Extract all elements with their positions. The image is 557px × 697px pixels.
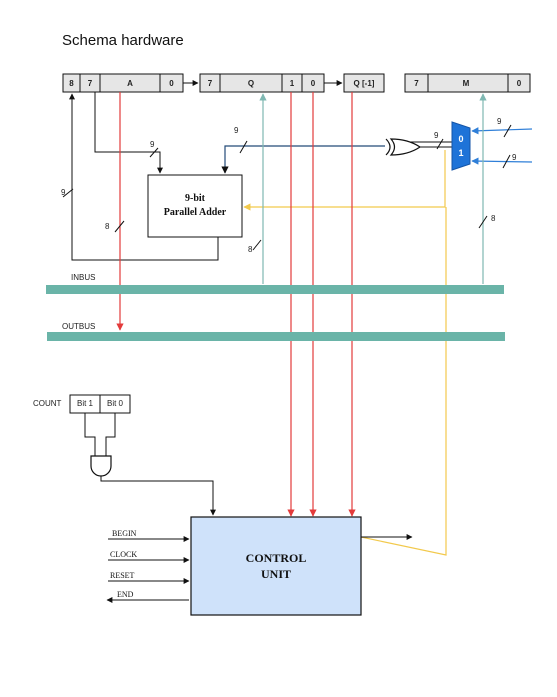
xor-gate	[385, 138, 428, 156]
register-a-label: A	[127, 79, 133, 88]
width-a-to-adder: 9	[150, 140, 155, 149]
control-select-wires	[243, 150, 447, 556]
register-m-bit-7: 7	[414, 79, 419, 88]
width-mux-out: 9	[434, 131, 439, 140]
width-adder-out: 9	[61, 188, 66, 197]
adder-line-1: 9-bit	[185, 193, 206, 204]
inbus-load-wires: 8 8	[248, 93, 496, 284]
inbus: INBUS	[46, 273, 504, 294]
width-mux-in-top: 9	[497, 117, 502, 126]
register-q-bit-7: 7	[208, 79, 213, 88]
counter: COUNT Bit 1 Bit 0	[33, 394, 131, 414]
signal-end: END	[117, 590, 134, 599]
counter-bit-1: Bit 1	[77, 399, 94, 408]
width-xor-out: 9	[234, 126, 239, 135]
register-q: 7 Q 1 0	[199, 73, 325, 93]
register-q-minus-1-label: Q [-1]	[354, 79, 375, 88]
register-a-bit-7: 7	[88, 79, 93, 88]
register-m-bit-0: 0	[517, 79, 522, 88]
status-wires: 8	[105, 92, 356, 517]
adder-wires: 9 9	[61, 92, 219, 261]
width-q-inbus: 8	[248, 245, 253, 254]
counter-and-gate	[84, 413, 216, 516]
control-signals: BEGIN CLOCK RESET END	[106, 529, 190, 603]
register-a-bit-8: 8	[69, 79, 74, 88]
outbus-label: OUTBUS	[62, 322, 95, 331]
control-unit-line-2: UNIT	[261, 567, 291, 581]
register-a-bit-0: 0	[169, 79, 174, 88]
signal-reset: RESET	[110, 571, 135, 580]
multiplexer: 0 1	[451, 121, 471, 171]
mux-input-1-label: 1	[458, 148, 463, 158]
register-q-label: Q	[248, 79, 254, 88]
counter-bit-0: Bit 0	[107, 399, 124, 408]
register-q-bit-1: 1	[290, 79, 295, 88]
mux-input-wires: 9 9	[471, 117, 533, 169]
width-m-inbus: 8	[491, 214, 496, 223]
width-mux-in-bottom: 9	[512, 153, 517, 162]
parallel-adder: 9-bit Parallel Adder	[147, 174, 243, 238]
adder-line-2: Parallel Adder	[164, 207, 227, 218]
counter-label: COUNT	[33, 399, 62, 408]
control-unit-line-1: CONTROL	[246, 551, 307, 565]
page-title: Schema hardware	[62, 32, 184, 49]
signal-begin: BEGIN	[112, 529, 137, 538]
register-q-bit-0: 0	[311, 79, 316, 88]
control-unit: CONTROL UNIT	[190, 516, 362, 616]
mux-to-xor-wires: 9	[410, 131, 452, 150]
inbus-label: INBUS	[71, 273, 95, 282]
register-q-minus-1: Q [-1]	[343, 73, 385, 93]
width-adder-inbus: 8	[105, 222, 110, 231]
register-a: 8 7 A 0	[62, 73, 184, 93]
register-m-label: M	[463, 79, 470, 88]
outbus: OUTBUS	[47, 322, 505, 341]
mux-input-0-label: 0	[458, 134, 463, 144]
register-m: 7 M 0	[404, 73, 531, 93]
signal-clock: CLOCK	[110, 550, 137, 559]
xor-to-adder-wire: 9	[221, 126, 385, 174]
